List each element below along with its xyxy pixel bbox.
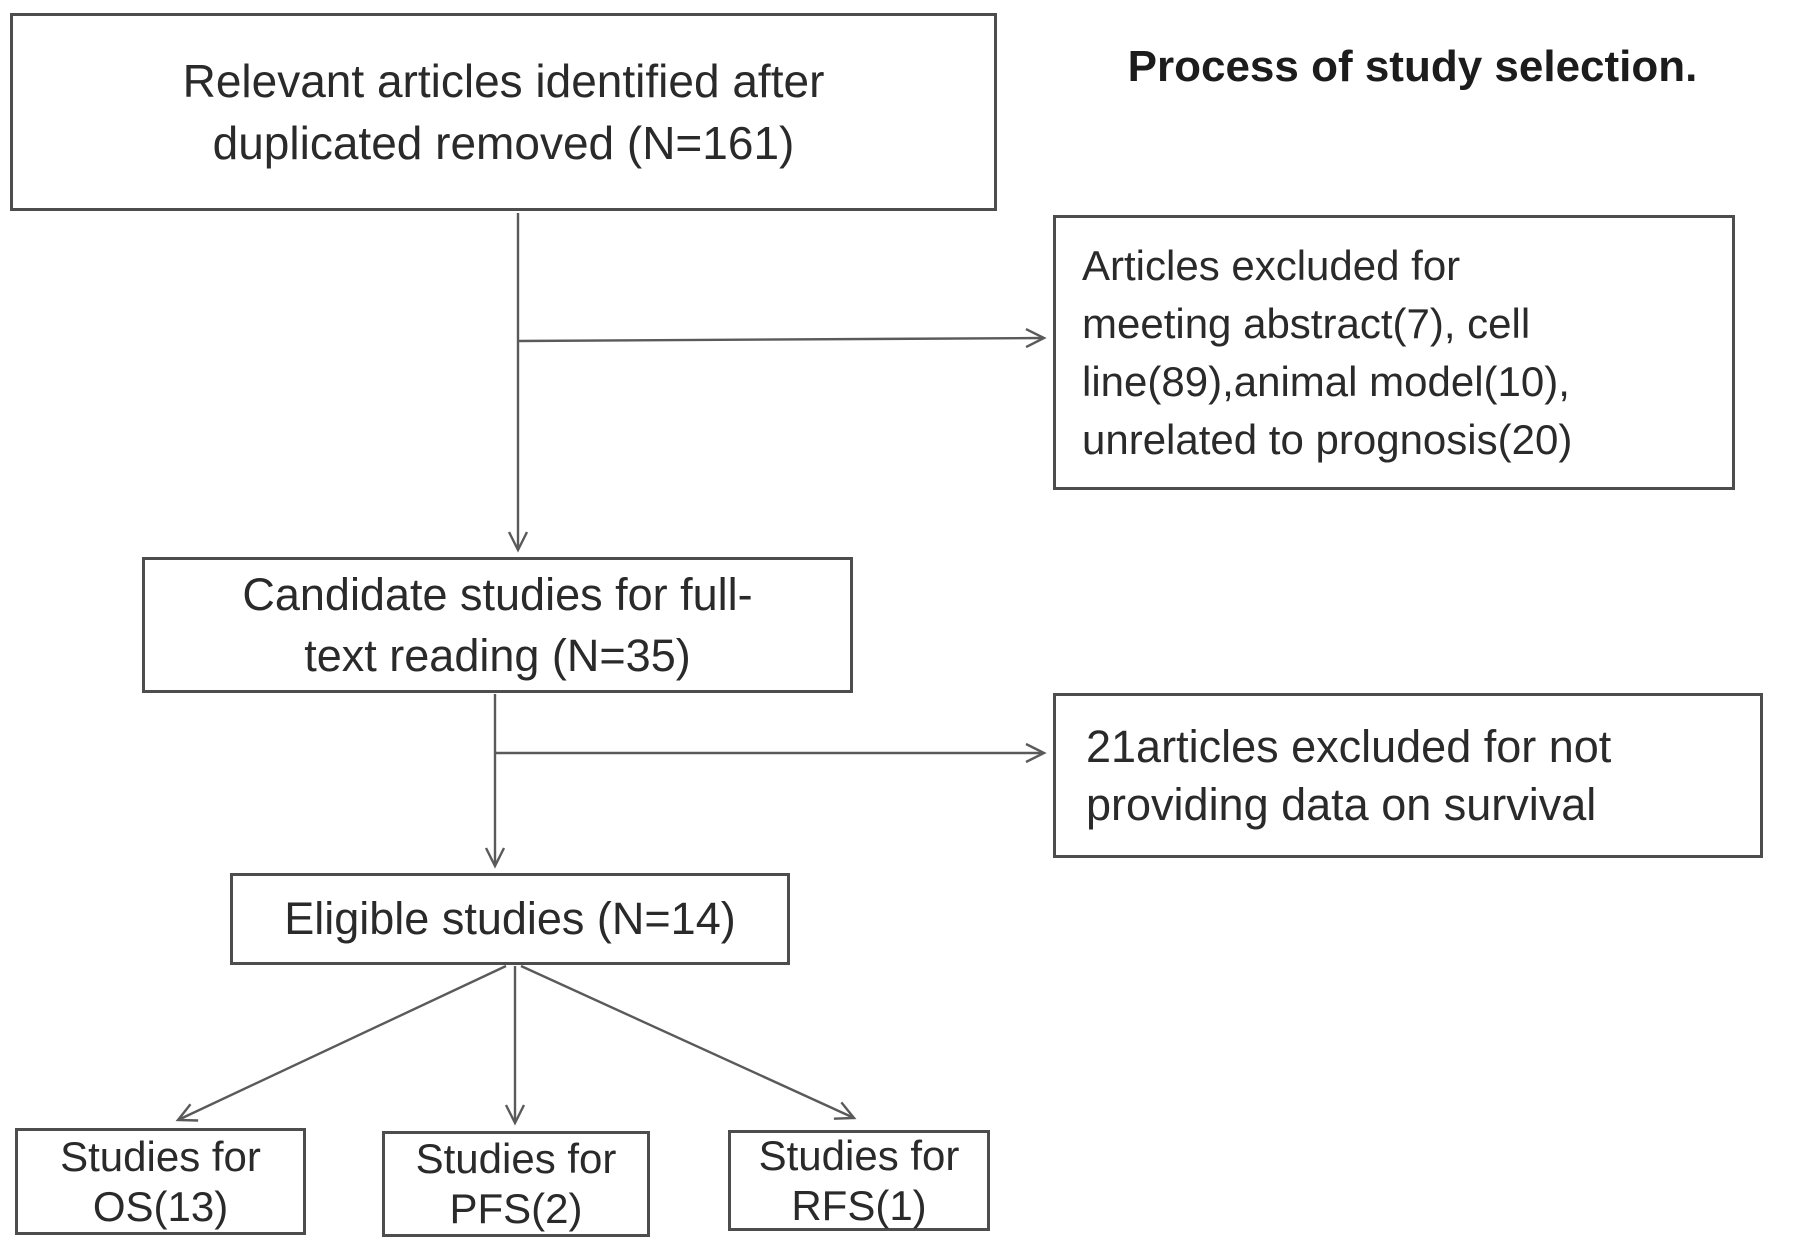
box-studies-os-text: Studies for OS(13): [60, 1132, 261, 1230]
box-studies-rfs: Studies for RFS(1): [728, 1130, 990, 1231]
arrow-branch-to-excluded-screening: [517, 328, 1047, 349]
figure-title: Process of study selection.: [1127, 42, 1698, 91]
box-identified-records: Relevant articles identified after dupli…: [10, 13, 997, 211]
box-eligible-studies: Eligible studies (N=14): [230, 873, 790, 965]
box-excluded-screening-text: Articles excluded for meeting abstract(7…: [1082, 241, 1573, 463]
box-excluded-screening: Articles excluded for meeting abstract(7…: [1053, 215, 1735, 490]
box-eligible-studies-text: Eligible studies (N=14): [284, 893, 736, 944]
box-studies-pfs-text: Studies for PFS(2): [415, 1135, 617, 1232]
box-excluded-fulltext-text: 21articles excluded for not providing da…: [1086, 720, 1612, 830]
box-studies-os: Studies for OS(13): [15, 1128, 306, 1235]
box-excluded-fulltext: 21articles excluded for not providing da…: [1053, 693, 1763, 858]
box-studies-pfs: Studies for PFS(2): [382, 1131, 650, 1237]
box-identified-records-text: Relevant articles identified after dupli…: [182, 55, 825, 169]
box-candidate-studies-text: Candidate studies for full- text reading…: [242, 569, 753, 681]
arrow-eligible-to-rfs: [520, 964, 857, 1120]
box-candidate-studies: Candidate studies for full- text reading…: [142, 557, 853, 693]
box-studies-rfs-text: Studies for RFS(1): [758, 1131, 960, 1229]
arrow-eligible-to-os: [175, 964, 507, 1122]
